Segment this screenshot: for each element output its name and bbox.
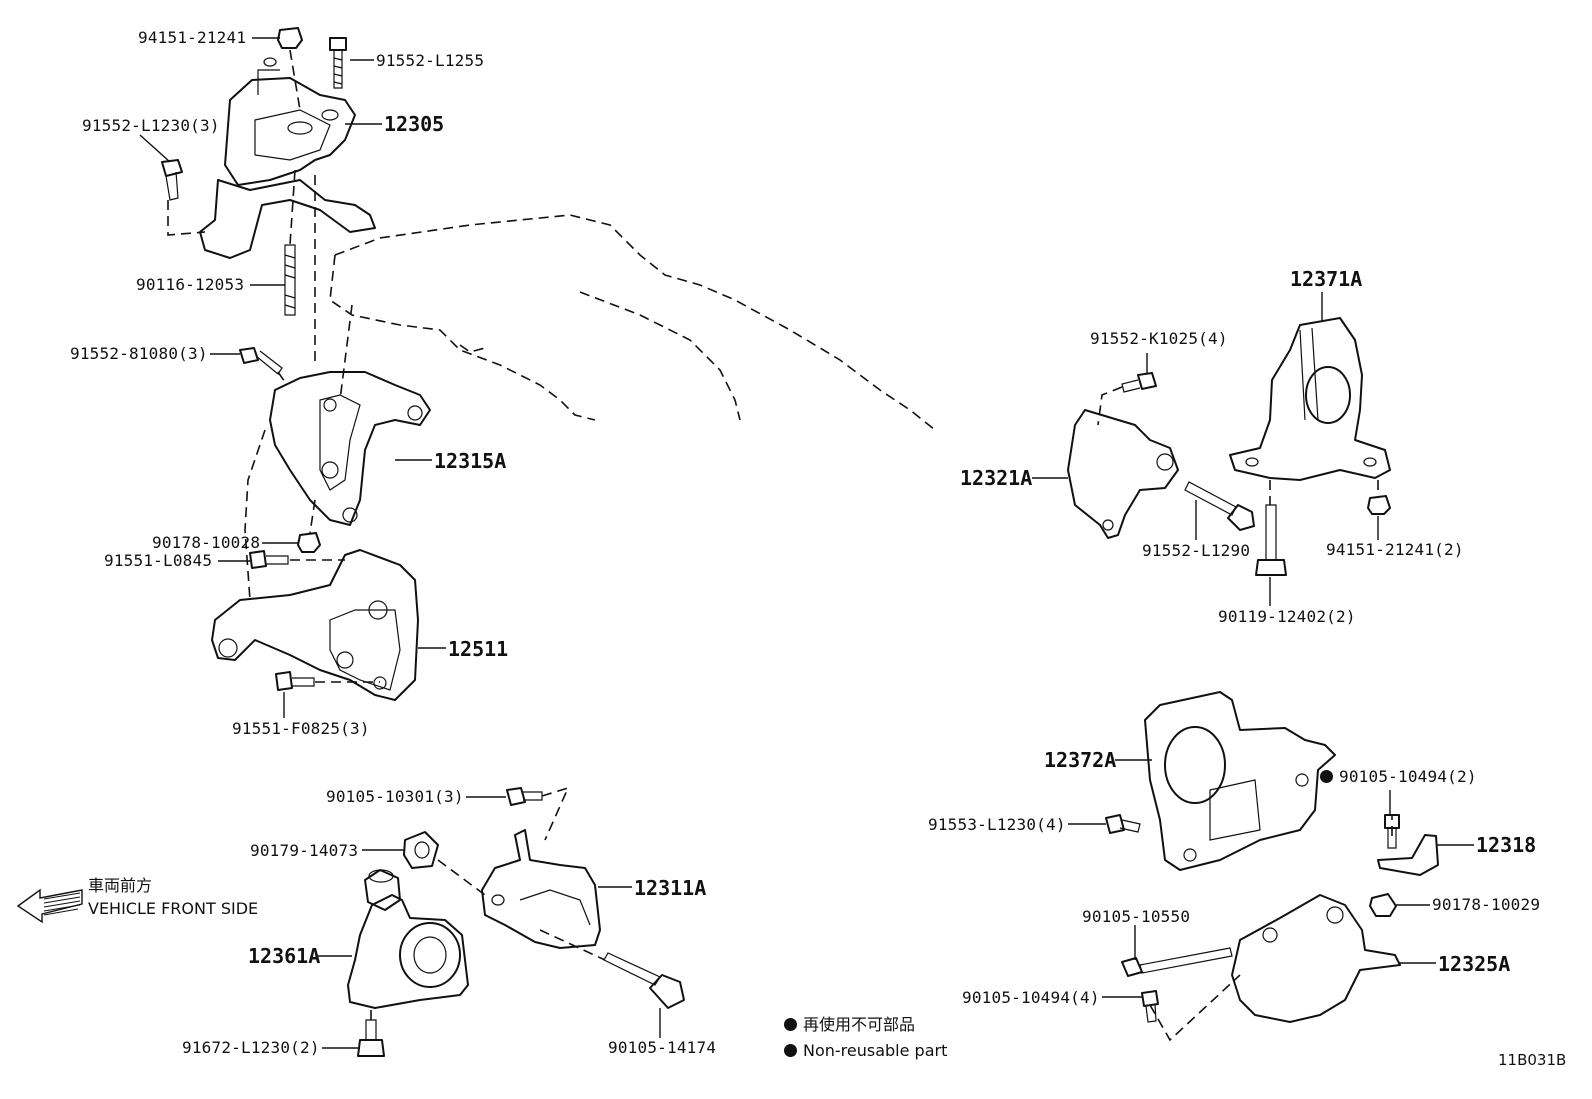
bracket-12325A: [1231, 894, 1401, 1023]
mount-12305: [199, 57, 376, 259]
nut-94151-21241: [277, 27, 303, 49]
vehicle-front-en: VEHICLE FRONT SIDE: [88, 899, 259, 918]
legend-en: Non-reusable part: [784, 1041, 947, 1061]
part-label: 90119-12402(2): [1218, 607, 1356, 626]
bolt-90105-14174: [603, 952, 685, 1009]
part-label: 91552-L1230(3): [82, 116, 220, 135]
part-label: 12321A: [960, 466, 1033, 490]
vehicle-front-jp: 車両前方: [88, 876, 153, 895]
bolt-91552-L1290: [1184, 481, 1255, 531]
leader-lines: [139, 37, 1474, 1049]
bolt-91552-K1025: [1121, 372, 1157, 393]
vehicle-front-arrow-icon: [16, 888, 83, 924]
part-label: 90178-10029: [1432, 895, 1541, 914]
legend-en-text: Non-reusable part: [803, 1041, 948, 1060]
non-reusable-dot-icon: [1320, 770, 1333, 783]
mount-12372A: [1144, 691, 1336, 871]
part-label: 90105-10494(2): [1339, 767, 1477, 786]
figure-code: 11B031B: [1498, 1051, 1567, 1069]
part-label: 91551-F0825(3): [232, 719, 370, 738]
part-label: 12305: [384, 112, 445, 136]
part-label: 91553-L1230(4): [928, 815, 1066, 834]
nut-94151-21241-2: [1367, 495, 1391, 515]
bolt-91551-L0845: [249, 550, 289, 569]
bolt-90105-10301: [506, 787, 543, 806]
stud-90116-12053: [284, 244, 296, 316]
assembly-dashes: [167, 49, 1393, 1042]
bolt-91553-L1230: [1105, 814, 1141, 834]
part-label: 94151-21241: [138, 28, 247, 47]
part-label: 91551-L0845: [104, 551, 213, 570]
nut-90178-10028: [297, 532, 321, 553]
part-label: 91552-81080(3): [70, 344, 208, 363]
nut-90178-10029: [1369, 893, 1397, 917]
part-label: 90178-10028: [152, 533, 261, 552]
part-label: 12318: [1476, 833, 1537, 857]
part-label: 12361A: [248, 944, 321, 968]
bracket-12321A: [1067, 409, 1179, 539]
part-label: 91672-L1230(2): [182, 1038, 320, 1057]
bracket-12315A: [269, 371, 431, 526]
bolt-91672-L1230: [357, 1019, 385, 1057]
bolt-91552-L1255: [329, 37, 347, 89]
part-label: 90116-12053: [136, 275, 245, 294]
part-label: 12325A: [1438, 952, 1511, 976]
part-label: 90179-14073: [250, 841, 359, 860]
part-label: 12511: [448, 637, 509, 661]
bolt-91551-F0825: [275, 671, 315, 691]
part-label: 91552-L1290: [1142, 541, 1251, 560]
nonreusable-part-label: 90105-10494(2): [1320, 768, 1477, 786]
part-label: 91552-L1255: [376, 51, 485, 70]
part-label: 12315A: [434, 449, 507, 473]
mount-12371A: [1229, 317, 1391, 481]
bolt-90105-10494-4: [1141, 990, 1159, 1023]
part-label: 94151-21241(2): [1326, 540, 1464, 559]
part-label: 90105-10301(3): [326, 787, 464, 806]
bracket-12318: [1377, 834, 1439, 876]
mount-12361A: [347, 869, 469, 1009]
bolt-91552-L1230: [161, 159, 183, 201]
part-label: 90105-14174: [608, 1038, 717, 1057]
part-label: 91552-K1025(4): [1090, 329, 1228, 348]
engine-outline: [329, 214, 936, 431]
part-label: 12372A: [1044, 748, 1117, 772]
non-reusable-dot-icon: [784, 1018, 797, 1031]
legend-jp: 再使用不可部品: [784, 1015, 915, 1035]
bolt-91552-81080: [239, 347, 283, 375]
bracket-12511: [211, 549, 419, 701]
part-label: 90105-10550: [1082, 907, 1191, 926]
stud-90119-12402: [1255, 504, 1287, 576]
bolt-90105-10494-2: [1384, 814, 1400, 849]
part-label: 12371A: [1290, 267, 1363, 291]
non-reusable-dot-icon: [784, 1044, 797, 1057]
legend-jp-text: 再使用不可部品: [803, 1015, 916, 1034]
part-label: 12311A: [634, 876, 707, 900]
part-label: 90105-10494(4): [962, 988, 1100, 1007]
nut-90179-14073: [403, 831, 439, 869]
bolt-90105-10550: [1121, 947, 1233, 977]
